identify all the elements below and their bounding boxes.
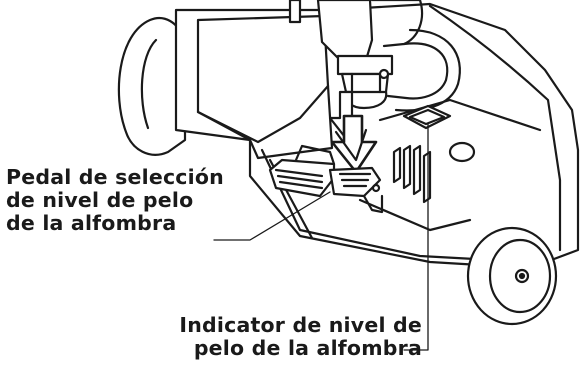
right-wheel [466, 226, 558, 326]
indicator-callout-label: Indicator de nivel de pelo de la alfombr… [179, 314, 422, 360]
left-wheel [117, 16, 187, 156]
indicator-callout-line-1: Indicator de nivel de [179, 313, 422, 337]
vent-grille [392, 144, 432, 204]
press-arrow [328, 90, 378, 174]
pedal-callout-line-1: Pedal de selección [6, 165, 224, 189]
carpet-indicator-window [402, 104, 476, 163]
pedal-callout-line-2: de nivel de pelo [6, 188, 194, 212]
pedal-callout-label: Pedal de selección de nivel de pelo de l… [6, 166, 224, 235]
indicator-callout-line-2: pelo de la alfombra [193, 336, 422, 360]
handle-neck [288, 0, 461, 112]
pedal-leader-line [213, 191, 331, 241]
indicator-leader-line [403, 123, 429, 351]
pedal-callout-line-3: de la alfombra [6, 211, 177, 235]
carpet-pedal [268, 144, 384, 214]
base-housing [174, 2, 580, 270]
